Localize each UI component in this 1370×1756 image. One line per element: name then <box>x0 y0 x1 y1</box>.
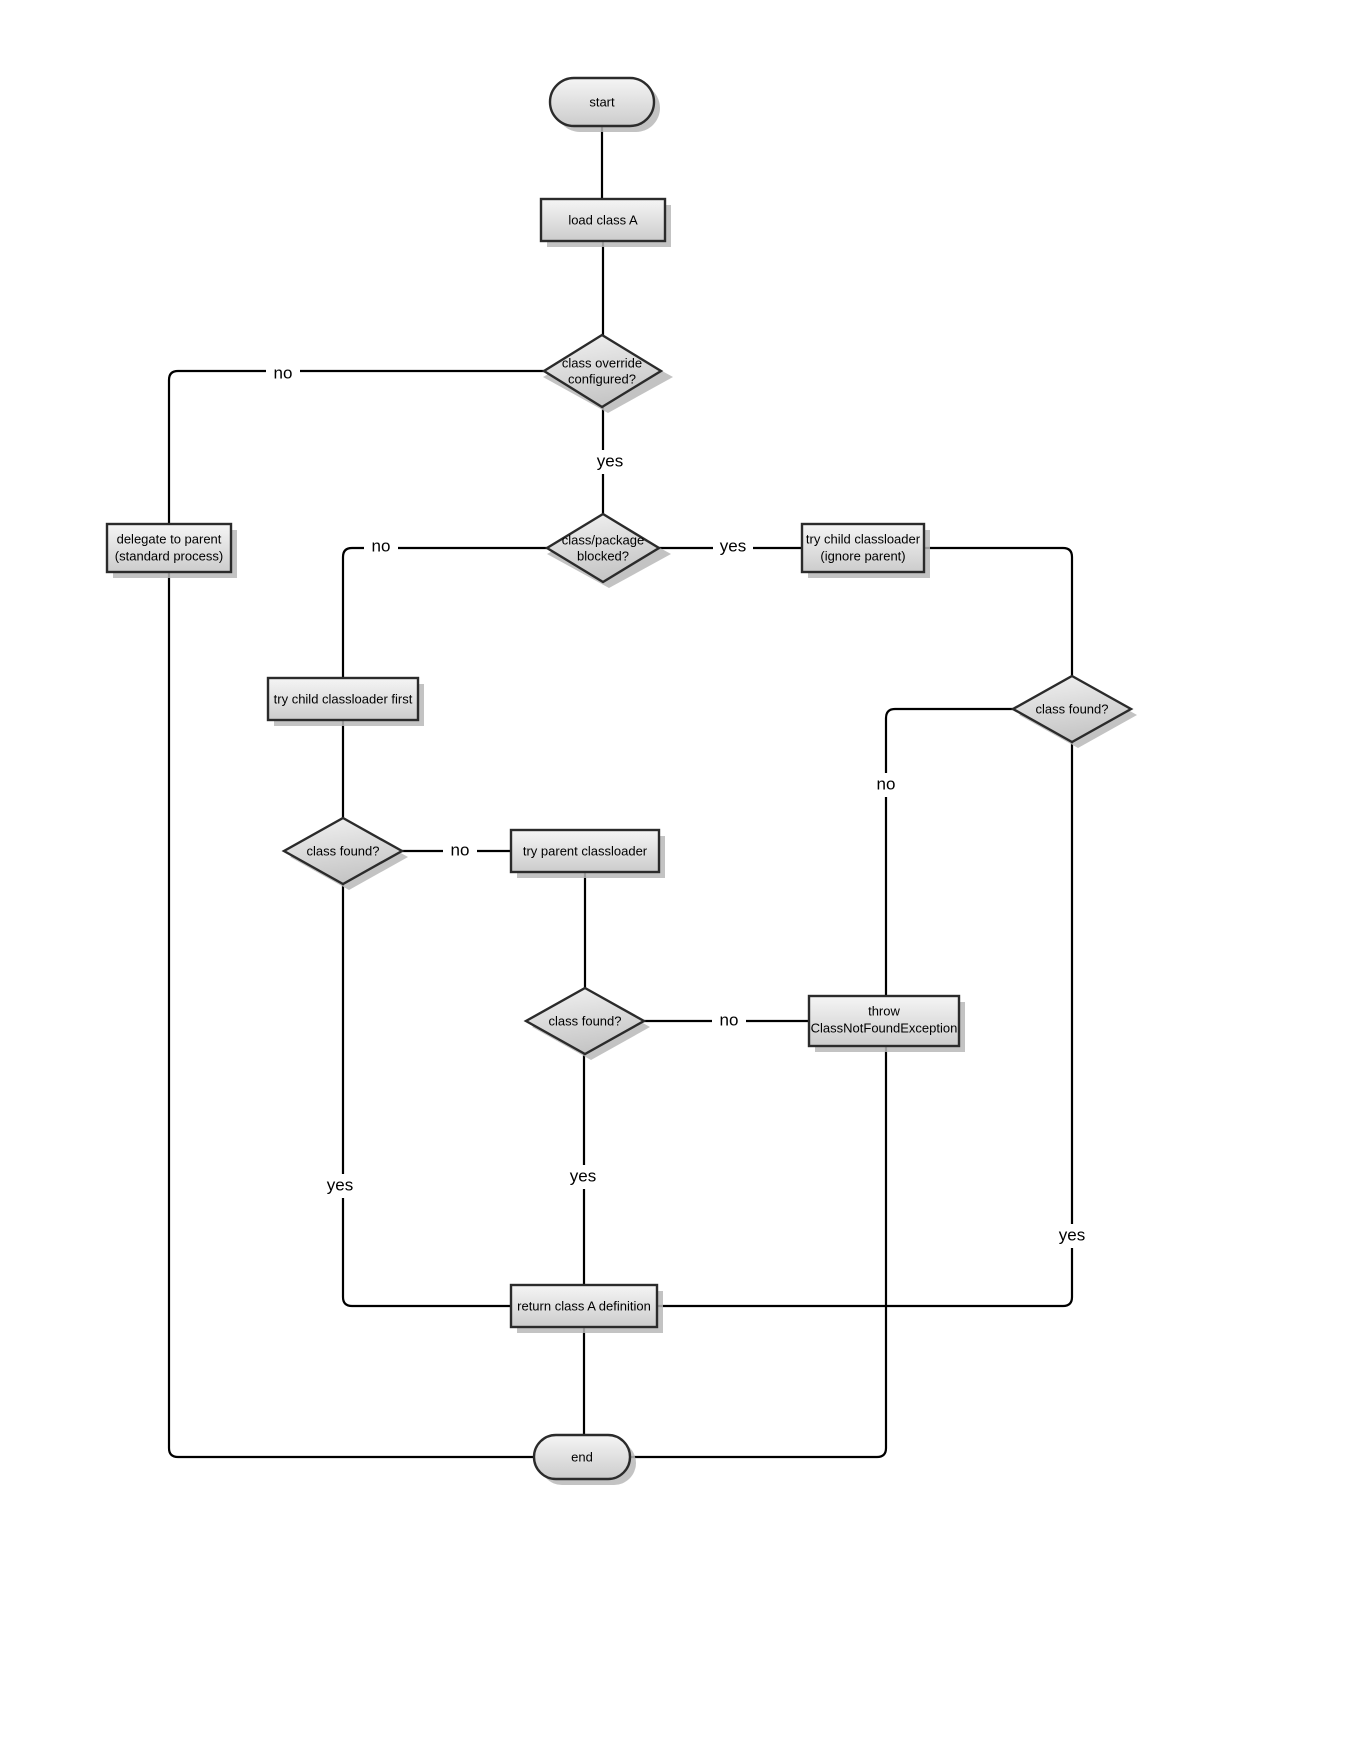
edge-label-right-found-no: no <box>877 774 896 793</box>
label-bg-right-no <box>869 773 903 797</box>
node-class-found-mid[interactable]: class found? <box>523 986 650 1060</box>
node-blocked-line1: class/package <box>562 532 644 547</box>
edge-label-override-yes: yes <box>597 451 623 470</box>
node-try-child-ignore-line2: (ignore parent) <box>820 548 905 563</box>
edge-label-blocked-no: no <box>372 536 391 555</box>
node-class-override-line1: class override <box>562 355 642 370</box>
node-blocked-line2: blocked? <box>577 548 629 563</box>
edge-label-mid-found-no: no <box>720 1010 739 1029</box>
label-bg-override-yes <box>590 450 630 474</box>
node-class-found-right-label: class found? <box>1036 701 1109 716</box>
node-start-label: start <box>589 94 615 109</box>
node-class-package-blocked[interactable]: class/package blocked? <box>544 512 671 588</box>
node-end-label: end <box>571 1449 593 1464</box>
label-bg-left-no <box>443 839 477 863</box>
node-class-found-left[interactable]: class found? <box>281 816 408 890</box>
edge-blocked-no-to-trychildfirst <box>341 546 547 678</box>
node-try-child-classloader-first[interactable]: try child classloader first <box>266 676 424 726</box>
node-class-found-left-label: class found? <box>307 843 380 858</box>
node-load-class-a[interactable]: load class A <box>539 197 671 247</box>
node-end[interactable]: end <box>532 1433 636 1485</box>
node-class-override-line2: configured? <box>568 371 636 386</box>
node-delegate-to-parent[interactable]: delegate to parent (standard process) <box>105 522 237 578</box>
edge-label-layer: no yes no yes no yes no yes no yes <box>266 362 1092 1248</box>
edge-classfoundright-no-to-throw <box>884 707 1013 996</box>
label-bg-mid-yes <box>563 1165 603 1189</box>
node-try-parent-label: try parent classloader <box>523 843 648 858</box>
label-bg-blocked-no <box>364 535 398 559</box>
node-delegate-line1: delegate to parent <box>117 531 222 546</box>
edge-label-override-no: no <box>274 363 293 382</box>
node-throw-line2: ClassNotFoundException <box>811 1020 958 1035</box>
label-bg-blocked-yes <box>713 535 753 559</box>
node-try-child-ignore-line1: try child classloader <box>806 531 921 546</box>
node-class-override-configured[interactable]: class override configured? <box>541 333 673 413</box>
node-throw-class-not-found-exception[interactable]: throw ClassNotFoundException <box>807 994 965 1052</box>
edge-label-left-found-no: no <box>451 840 470 859</box>
node-delegate-line2: (standard process) <box>115 548 223 563</box>
edge-trychildignore-to-classfoundright <box>924 546 1074 676</box>
label-bg-right-yes <box>1052 1224 1092 1248</box>
node-class-found-right[interactable]: class found? <box>1010 674 1137 748</box>
label-bg-mid-no <box>712 1009 746 1033</box>
edge-label-blocked-yes: yes <box>720 536 746 555</box>
node-load-class-a-label: load class A <box>568 212 638 227</box>
node-return-class-a-definition[interactable]: return class A definition <box>509 1283 663 1333</box>
edge-delegate-to-end <box>167 572 534 1459</box>
edge-throw-to-end <box>630 1046 888 1459</box>
edge-override-no-to-delegate <box>167 369 544 524</box>
node-try-child-classloader-ignore-parent[interactable]: try child classloader (ignore parent) <box>800 522 930 578</box>
edge-classfoundright-yes-to-return <box>657 742 1074 1308</box>
node-class-found-mid-label: class found? <box>549 1013 622 1028</box>
edge-label-left-found-yes: yes <box>327 1175 353 1194</box>
connector-layer <box>167 126 1074 1459</box>
node-start[interactable]: start <box>548 76 660 132</box>
node-try-parent-classloader[interactable]: try parent classloader <box>509 828 665 878</box>
edge-label-mid-found-yes: yes <box>570 1166 596 1185</box>
node-throw-line1: throw <box>868 1003 900 1018</box>
label-bg-override-no <box>266 362 300 386</box>
node-try-child-first-label: try child classloader first <box>274 691 413 706</box>
node-return-label: return class A definition <box>517 1298 651 1313</box>
edge-label-right-found-yes: yes <box>1059 1225 1085 1244</box>
edge-classfoundleft-yes-to-return <box>341 884 511 1308</box>
label-bg-left-yes <box>320 1174 360 1198</box>
